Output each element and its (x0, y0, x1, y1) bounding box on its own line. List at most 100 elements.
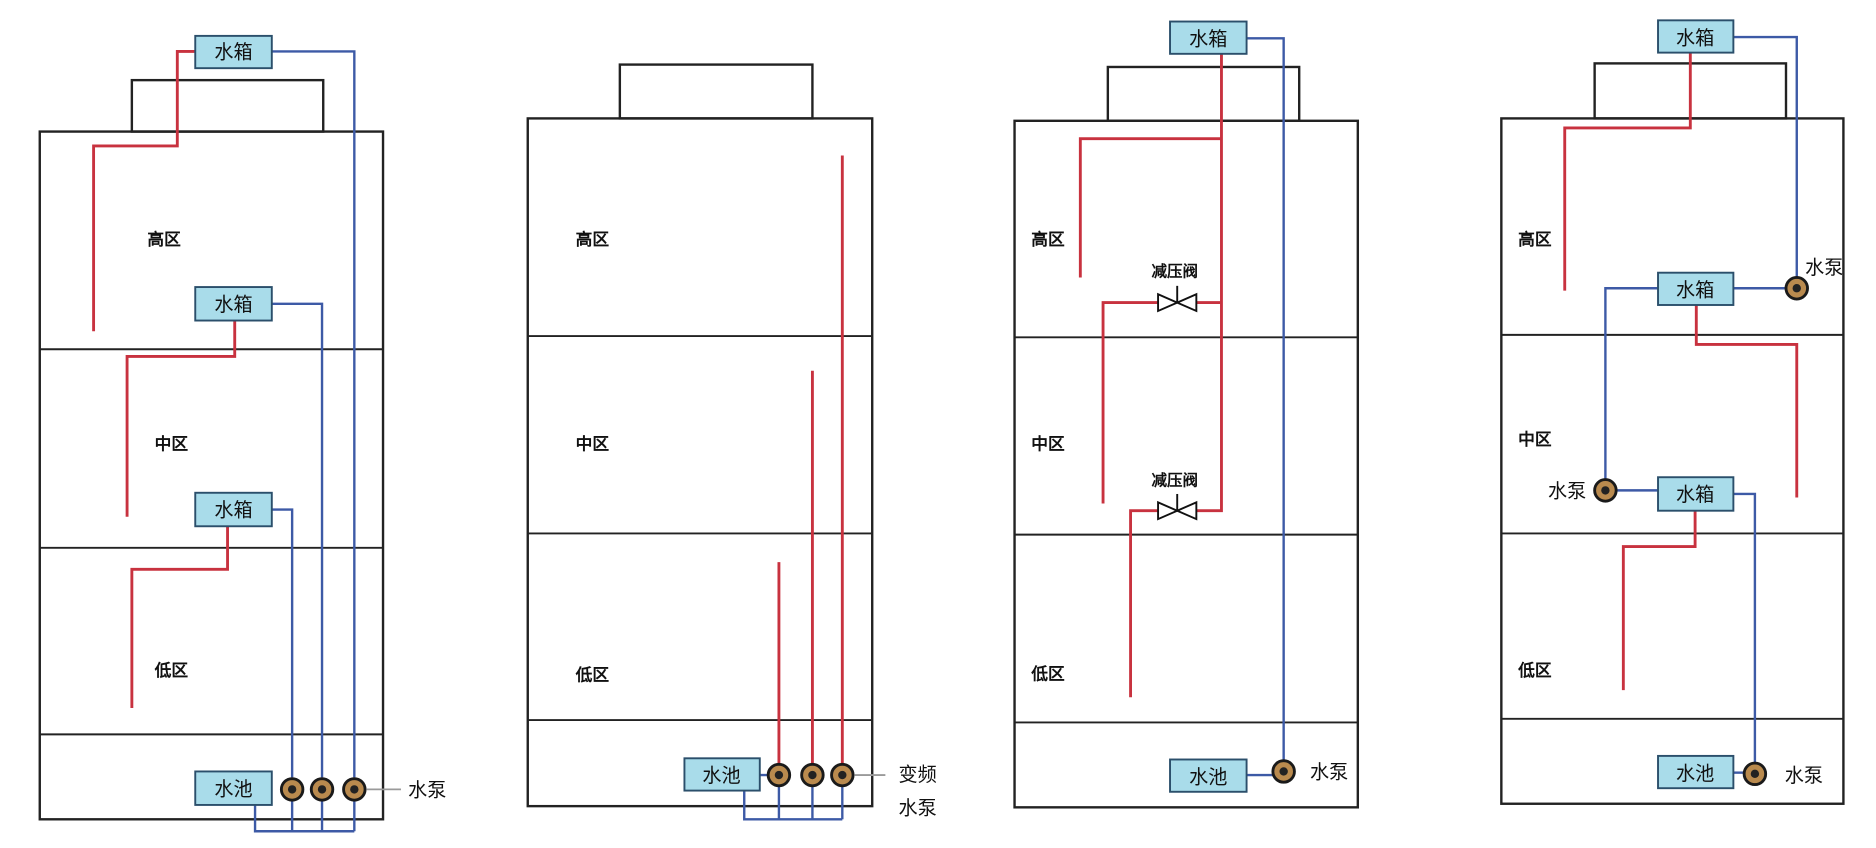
pump-core (808, 770, 817, 780)
pump-icon (1593, 478, 1618, 503)
pump-icon (309, 777, 335, 802)
tank-label: 水箱 (214, 41, 252, 64)
building-outline (526, 117, 874, 808)
water-tank-low: 水箱 (1657, 476, 1735, 512)
zone-label-low: 低区 (154, 660, 189, 680)
pump-core (287, 785, 297, 794)
pump-icon (279, 777, 305, 802)
riser-pipe-low (1733, 492, 1757, 764)
diagram-3: 高区 中区 低区 水箱 减压阀 减压阀 水池 (1013, 20, 1360, 809)
pressure-reducing-valve-icon (1157, 285, 1198, 313)
tank-box (1657, 476, 1735, 512)
water-tank-high: 水箱 (194, 34, 273, 70)
tank-label: 水箱 (1676, 279, 1714, 302)
pump-core (1750, 769, 1760, 779)
roof-structure (130, 78, 325, 133)
riser-pipe (1246, 37, 1285, 761)
water-pool: 水池 (1169, 758, 1248, 793)
pump-core (1279, 767, 1288, 776)
tank-label: 水箱 (1676, 483, 1714, 506)
riser-pipe-top (1733, 35, 1798, 278)
zone-label-mid: 中区 (155, 434, 189, 454)
supply-pipe-high (1078, 137, 1222, 278)
tank-box (194, 34, 273, 70)
valve-left-wedge (1157, 500, 1180, 521)
tank-label: 水箱 (214, 499, 252, 522)
pool-label: 水池 (1676, 762, 1714, 785)
zone-label-low: 低区 (1517, 660, 1552, 680)
pump-core (774, 770, 784, 780)
pump-label-line-1: 变频 (899, 763, 937, 786)
pump-icon (800, 762, 825, 788)
tank-box (194, 286, 273, 322)
supply-pipe-mid (125, 320, 237, 517)
pump-label-bottom: 水泵 (1785, 764, 1823, 787)
riser-pipe-high (271, 50, 356, 778)
valve-label: 减压阀 (1152, 471, 1199, 490)
zone-label-high: 高区 (147, 229, 181, 249)
valve-right-wedge (1174, 500, 1198, 521)
pump-icon (766, 762, 792, 788)
tank-box (1657, 19, 1735, 54)
pool-box (683, 757, 761, 792)
pool-box (1169, 758, 1248, 793)
pool-box (1657, 754, 1735, 790)
pump-label: 水泵 (1310, 761, 1348, 784)
water-pool: 水池 (683, 757, 761, 792)
pump-icon (1784, 276, 1809, 301)
pool-label: 水池 (214, 777, 252, 800)
water-pool: 水池 (194, 770, 273, 806)
pump-label-top: 水泵 (1805, 256, 1843, 279)
pump-label: 水泵 (408, 779, 446, 802)
supply-pipe-high (1563, 52, 1692, 291)
water-pool: 水池 (1657, 754, 1735, 790)
roof-structure (618, 63, 814, 120)
diagram-2: 高区 中区 低区 水池 变频 水泵 (526, 63, 937, 821)
water-tank-low: 水箱 (194, 491, 273, 528)
pool-label: 水池 (702, 764, 740, 787)
diagram-4: 高区 中区 低区 水箱 水箱 水箱 水池 水泵 (1500, 19, 1845, 805)
pump-core (1601, 486, 1610, 495)
riser-pipe-low (271, 508, 294, 778)
tank-box (1657, 271, 1735, 306)
pool-box (194, 770, 273, 806)
suction-manifold (743, 790, 843, 821)
tank-label: 水箱 (1189, 27, 1227, 50)
valve-right-wedge (1174, 292, 1198, 313)
zone-label-mid: 中区 (1518, 429, 1552, 449)
water-tank-mid: 水箱 (1657, 271, 1735, 306)
pump-label-line-2: 水泵 (899, 797, 937, 820)
pump-core (1792, 284, 1801, 293)
diagram-1: 高区 中区 低区 水箱 水箱 水箱 水池 (38, 34, 446, 833)
supply-main-pipe (1196, 53, 1223, 513)
pump-icon (830, 762, 855, 788)
tank-label: 水箱 (1676, 26, 1714, 49)
tank-label: 水箱 (214, 293, 252, 316)
water-tank-mid: 水箱 (194, 286, 273, 322)
water-tank: 水箱 (1169, 20, 1248, 55)
zone-label-mid: 中区 (1031, 434, 1065, 454)
pressure-reducing-valve-icon (1157, 493, 1198, 521)
valve-left-wedge (1157, 292, 1180, 313)
building-outline (1500, 117, 1845, 805)
supply-pipe-mid (1694, 304, 1799, 498)
pump-label-mid: 水泵 (1548, 480, 1586, 503)
pool-label: 水池 (1189, 765, 1227, 788)
building-outline (1013, 119, 1360, 809)
pump-core (838, 770, 847, 780)
building-outline (38, 130, 385, 821)
supply-pipe-mid (1101, 301, 1159, 504)
pump-icon (1742, 761, 1768, 787)
tank-box (194, 491, 273, 528)
zone-label-low: 低区 (575, 665, 610, 685)
pump-icon (1271, 759, 1296, 784)
tank-box (1169, 20, 1248, 55)
zone-label-high: 高区 (1031, 229, 1065, 249)
supply-pipe-high (92, 49, 196, 332)
zone-label-high: 高区 (576, 229, 610, 249)
pump-core (350, 785, 359, 794)
supply-pipe-low (1621, 510, 1697, 691)
supply-pipe-low (130, 526, 229, 709)
supply-pipe-low (1129, 509, 1159, 698)
